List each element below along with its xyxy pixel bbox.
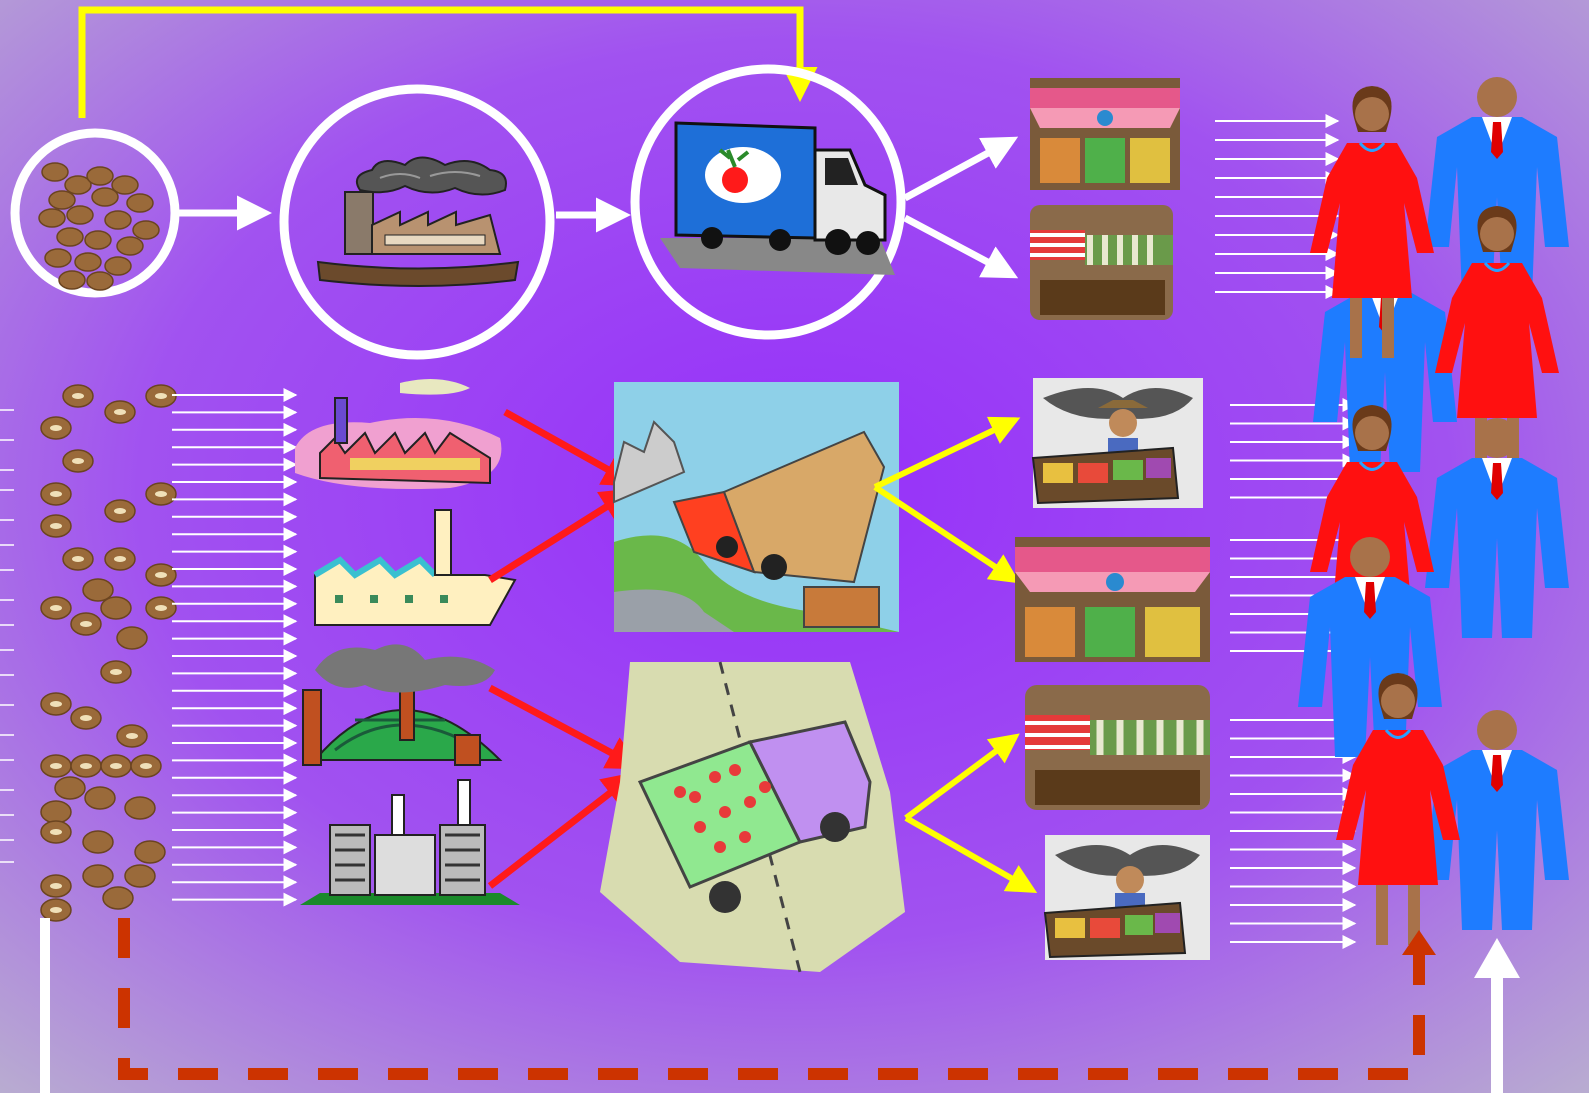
delivery-truck-icon bbox=[614, 382, 899, 632]
market-stall-icon bbox=[1030, 78, 1180, 190]
market-stall-icon bbox=[1015, 537, 1210, 662]
pickup-truck-icon bbox=[600, 662, 905, 972]
street-vendor-icon bbox=[1045, 835, 1210, 960]
market-stall-icon bbox=[1030, 205, 1173, 320]
market-stall-icon bbox=[1025, 685, 1210, 810]
street-vendor-icon bbox=[1033, 378, 1203, 508]
